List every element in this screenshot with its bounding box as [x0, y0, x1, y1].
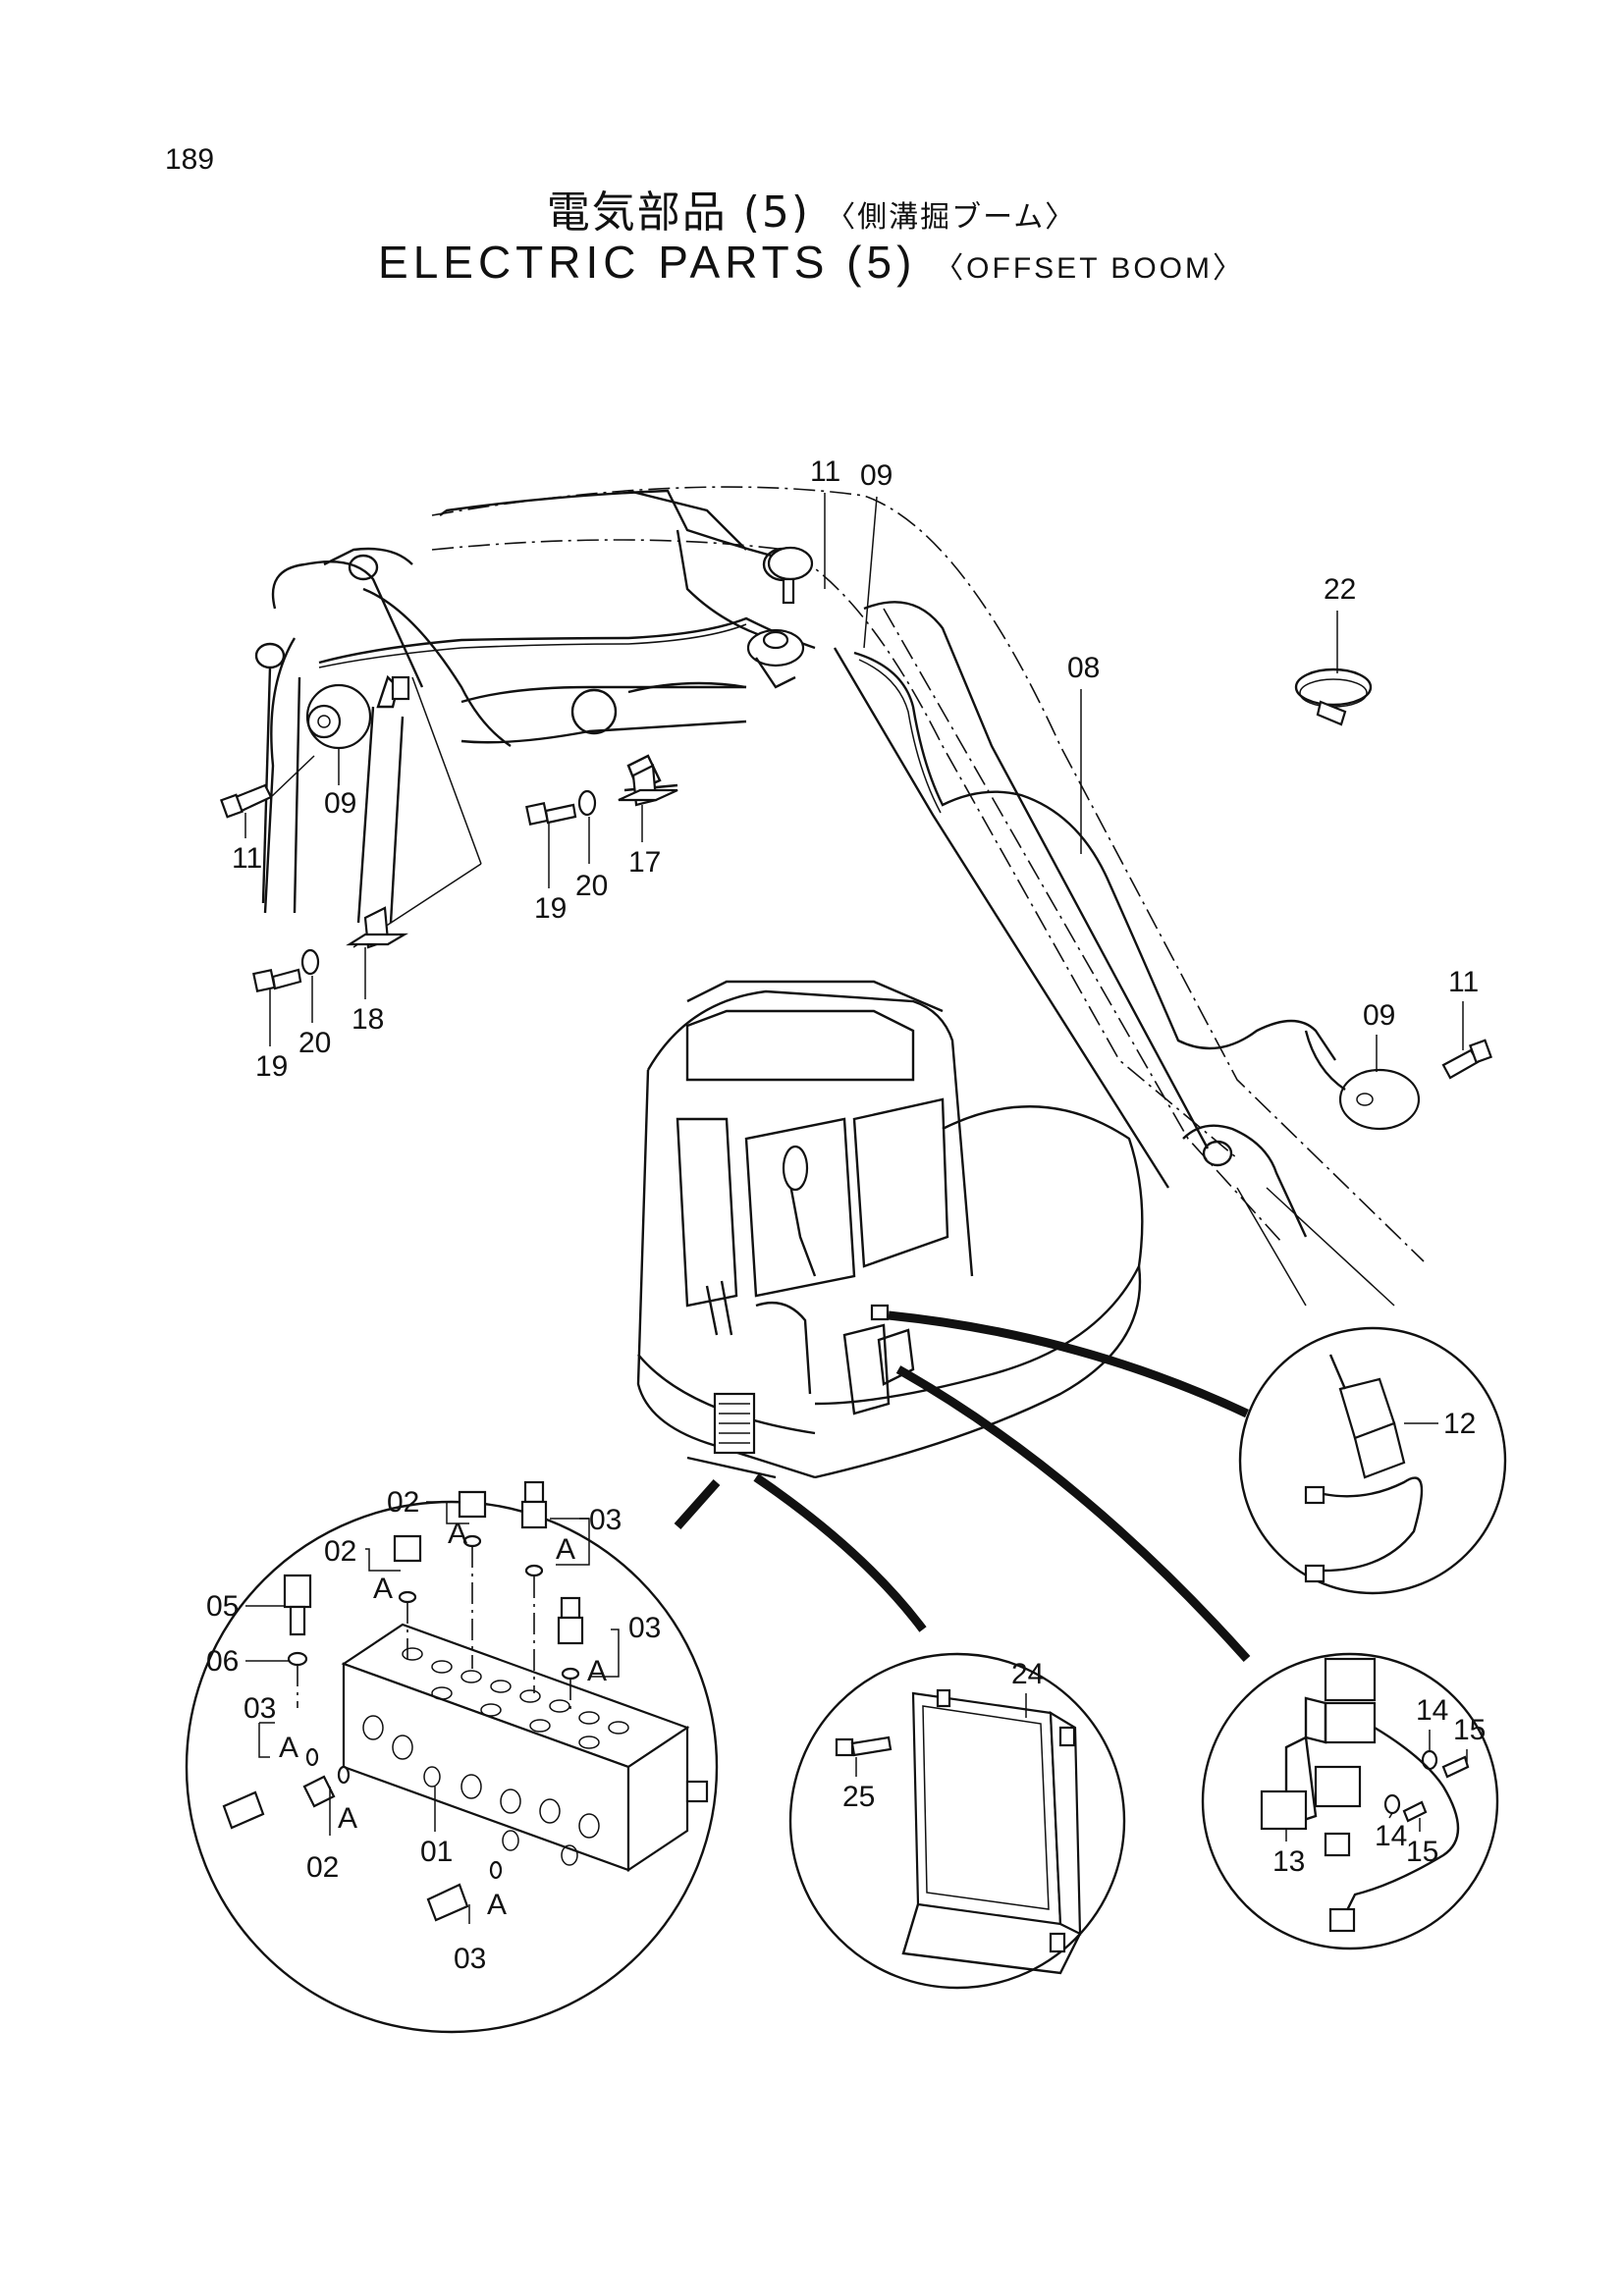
- switch-03-a: [520, 1480, 548, 1577]
- callout-01: 01: [420, 1836, 453, 1868]
- leader-to-valve: [674, 1479, 721, 1529]
- callout-24: 24: [1011, 1658, 1044, 1690]
- plug-02-a: [458, 1490, 487, 1548]
- callout-13: 13: [1272, 1845, 1305, 1878]
- washer-20-low: [300, 948, 320, 976]
- ref-a2: A: [556, 1533, 575, 1566]
- fitting-icon: [685, 1780, 709, 1803]
- bolt-11-right: [1441, 1039, 1493, 1080]
- callout-03-d: 03: [454, 1943, 486, 1975]
- callout-08: 08: [1067, 652, 1100, 684]
- cap-icon: [767, 546, 814, 581]
- callout-12: 12: [1443, 1408, 1476, 1440]
- detail-switch: [1238, 1326, 1507, 1595]
- bracket-17: [618, 764, 678, 807]
- cable-tie-22: [1294, 667, 1373, 726]
- leader-to-relay: [895, 1365, 1251, 1663]
- ref-a3: A: [373, 1573, 393, 1605]
- callout-02-a: 02: [387, 1486, 419, 1519]
- o-ring-06: [287, 1651, 308, 1667]
- leader-to-controller: [753, 1473, 927, 1632]
- callout-15-a: 15: [1453, 1714, 1486, 1746]
- callout-03-a: 03: [589, 1504, 622, 1536]
- callout-06: 06: [206, 1645, 239, 1678]
- title-japanese-main: 電気部品 (5): [546, 187, 811, 238]
- callout-17: 17: [628, 846, 661, 879]
- plug-02-c: [302, 1765, 351, 1808]
- callout-02-c: 02: [306, 1851, 339, 1884]
- callout-14-b: 14: [1375, 1820, 1407, 1852]
- callout-25: 25: [842, 1781, 875, 1813]
- detail-controller: [788, 1652, 1126, 1990]
- callout-18: 18: [352, 1003, 384, 1036]
- boom-drawing: [254, 486, 1425, 1307]
- ref-a4: A: [587, 1655, 607, 1687]
- callout-15-b: 15: [1406, 1836, 1438, 1868]
- callout-03-b: 03: [628, 1612, 661, 1644]
- horn-09-top: [746, 628, 805, 689]
- bolt-11-left: [219, 755, 315, 819]
- bracket-18: [346, 906, 409, 949]
- callout-19-mid: 19: [534, 892, 567, 925]
- title-japanese-sub: 〈側溝掘ブーム〉: [826, 200, 1077, 235]
- callout-20-low: 20: [298, 1027, 331, 1059]
- bolt-11-top: [782, 577, 795, 605]
- detail-valve-block: [185, 1480, 719, 2034]
- bolt-19-mid: [525, 802, 577, 826]
- callout-14-a: 14: [1416, 1694, 1448, 1727]
- callout-03-c: 03: [243, 1692, 276, 1725]
- callout-19-low: 19: [255, 1050, 288, 1083]
- switch-03-b: [557, 1596, 584, 1681]
- callout-20-mid: 20: [575, 870, 608, 902]
- page-number: 189: [165, 143, 215, 176]
- callout-09-top: 09: [860, 459, 893, 492]
- title-english: ELECTRIC PARTS (5) 〈OFFSET BOOM〉: [0, 236, 1623, 289]
- switch-03-d: [426, 1860, 503, 1922]
- horn-09-left: [305, 683, 372, 750]
- callout-09-left: 09: [324, 787, 356, 820]
- washer-20-mid: [577, 789, 597, 817]
- callout-02-b: 02: [324, 1535, 356, 1568]
- callout-05: 05: [206, 1590, 239, 1623]
- switch-03-c: [222, 1747, 319, 1830]
- ref-a6: A: [338, 1802, 357, 1835]
- callout-11-top: 11: [810, 455, 840, 488]
- title-english-main: ELECTRIC PARTS (5): [378, 237, 917, 288]
- ref-a5: A: [279, 1732, 298, 1764]
- ref-a1: A: [448, 1518, 467, 1550]
- detail-relay: [1201, 1652, 1499, 1950]
- callout-22: 22: [1324, 573, 1356, 606]
- ref-a7: A: [487, 1889, 507, 1921]
- pressure-switch-05: [283, 1574, 312, 1636]
- bolt-19-low: [252, 968, 302, 992]
- horn-09-right: [1304, 1030, 1421, 1131]
- plug-02-b: [393, 1534, 422, 1604]
- leader-to-switch: [888, 1310, 1249, 1418]
- machine-body: [636, 980, 1144, 1479]
- title-english-sub: 〈OFFSET BOOM〉: [934, 252, 1245, 285]
- title-japanese: 電気部品 (5) 〈側溝掘ブーム〉: [0, 177, 1623, 240]
- callout-11-right: 11: [1448, 966, 1479, 998]
- callout-09-right: 09: [1363, 999, 1395, 1032]
- callout-11-left: 11: [232, 842, 262, 875]
